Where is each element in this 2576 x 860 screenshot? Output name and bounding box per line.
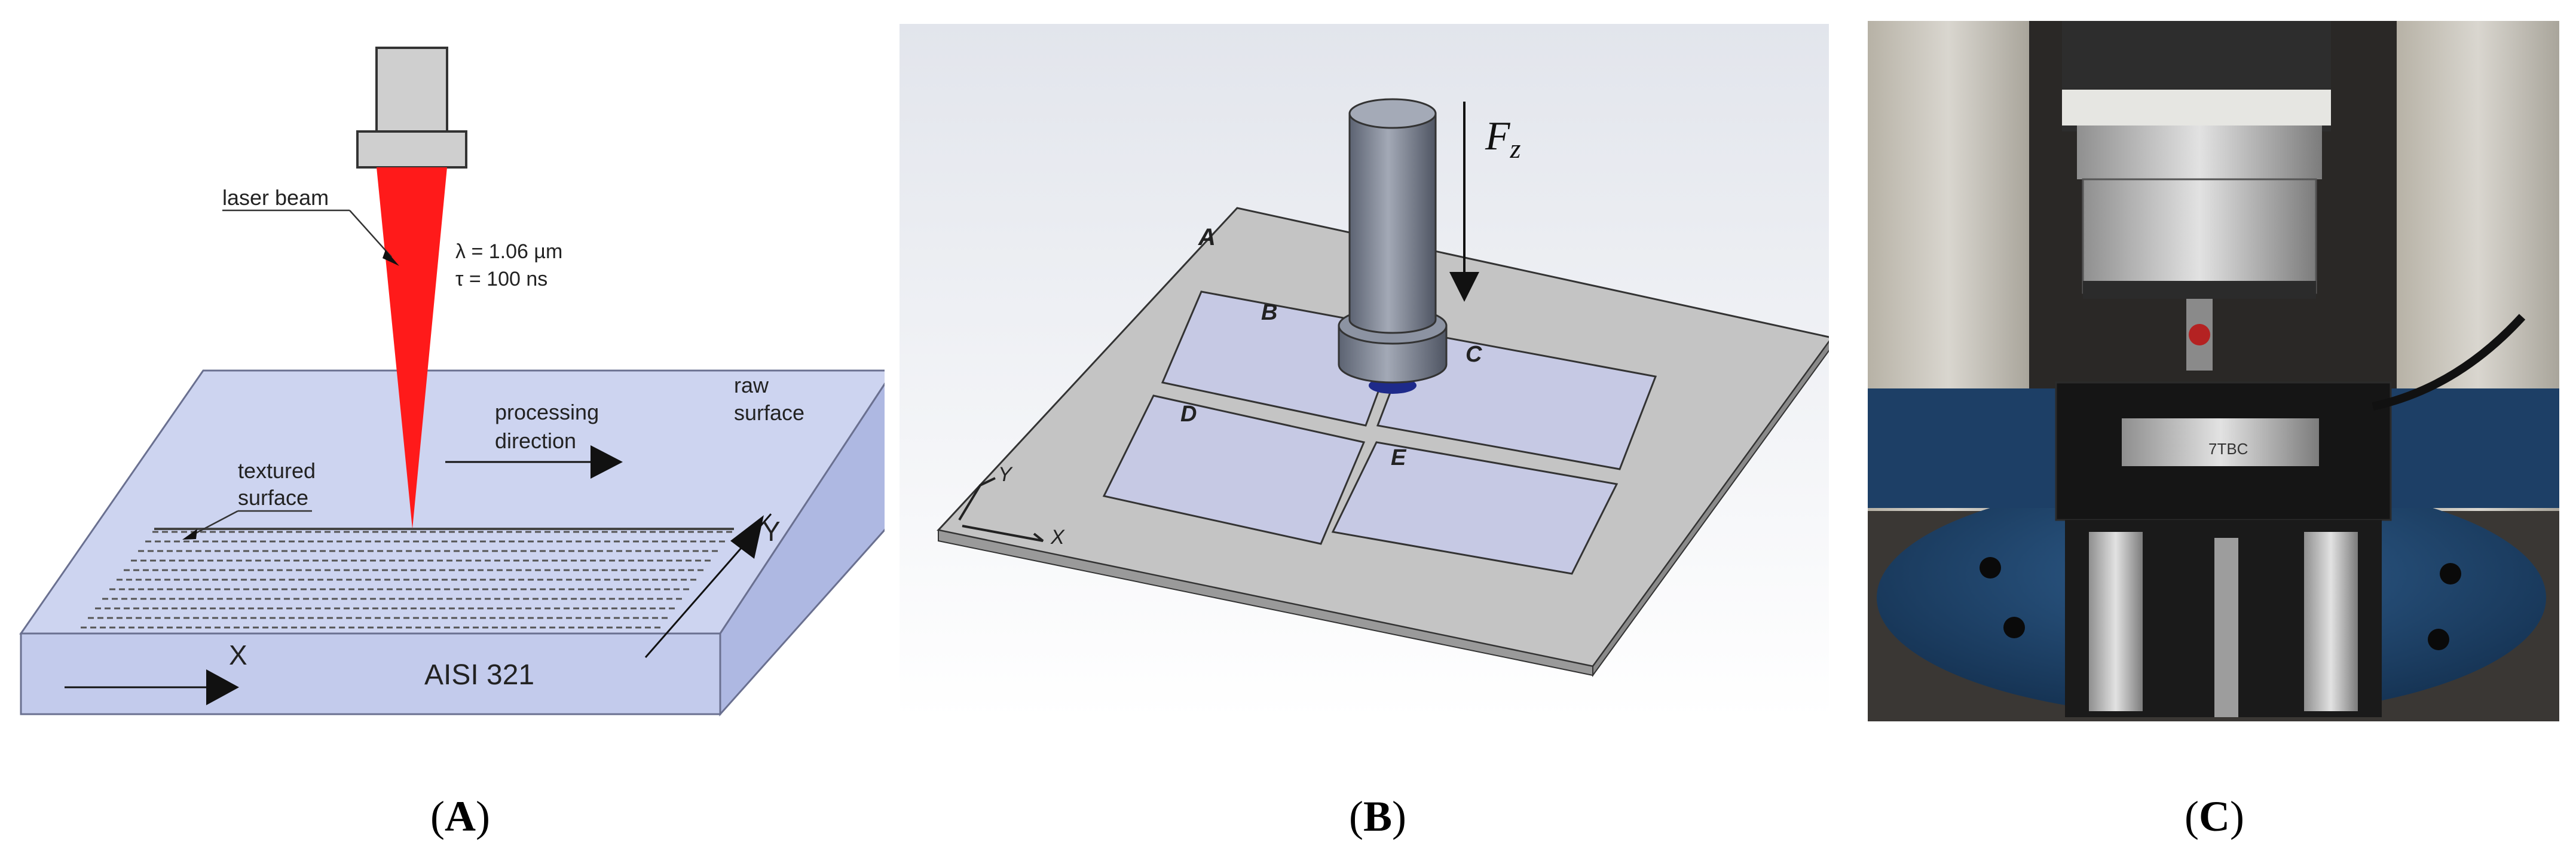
pin-shaft <box>1348 112 1437 334</box>
plate-right-edge <box>1592 341 1829 678</box>
pulse-duration-label: τ = 100 ns <box>455 268 547 290</box>
force-label: Fz <box>1485 113 1521 164</box>
pin-top <box>1348 98 1437 129</box>
caption-a: (A) <box>430 792 490 840</box>
force-arrow-icon <box>1449 272 1479 302</box>
processing-direction-label-line2: direction <box>495 429 576 453</box>
load-cell-block <box>2077 126 2322 179</box>
block-front-face <box>20 632 721 715</box>
sample-plate-illustration: A B C D E Fz Y X <box>900 24 1829 718</box>
wavelength-label: λ = 1.06 µm <box>455 240 562 263</box>
pad-d <box>1102 394 1366 545</box>
panel-b-x-axis-label: X <box>1050 526 1065 549</box>
panel-b-y-axis-label: Y <box>998 463 1013 486</box>
textured-surface-label-line2: surface <box>238 485 308 510</box>
region-a-label: A <box>1198 224 1216 250</box>
laser-beam-label: laser beam <box>222 185 329 210</box>
textured-surface-lines <box>81 531 732 629</box>
pad-e <box>1331 441 1619 575</box>
panel-a-laser-texturing-diagram: laser beam λ = 1.06 µm τ = 100 ns proces… <box>0 0 885 860</box>
panel-a-x-axis-label: X <box>229 639 247 671</box>
lead-screw <box>2214 538 2238 717</box>
caption-c: (C) <box>2185 792 2244 840</box>
specimen-clamp <box>2122 418 2319 466</box>
panel-b-tribometer-layout: A B C D E Fz Y X (B) <box>891 0 1829 860</box>
cable <box>2372 314 2526 411</box>
laser-head-top <box>375 47 448 133</box>
tribometer-photo: 7TBC <box>1868 21 2559 721</box>
region-b-label: B <box>1261 300 1277 325</box>
textured-pointer-icon <box>182 529 197 540</box>
base-bolts <box>1980 557 2461 650</box>
raw-surface-label-line2: surface <box>734 400 804 425</box>
laser-texturing-illustration: laser beam λ = 1.06 µm τ = 100 ns proces… <box>19 47 885 717</box>
guide-rail-right <box>2304 532 2358 711</box>
material-label: AISI 321 <box>424 659 534 691</box>
laser-beam-pointer-icon <box>383 250 399 266</box>
y-axis-icon <box>958 477 996 521</box>
panel-a-y-axis-label: Y <box>762 516 781 547</box>
y-axis-arrow-icon <box>730 515 764 559</box>
processing-direction-label-line1: processing <box>495 400 599 424</box>
region-d-label: D <box>1180 402 1197 427</box>
region-c-label: C <box>1466 342 1482 367</box>
x-axis-arrow-icon <box>206 669 239 705</box>
laser-head-base <box>356 130 467 169</box>
raw-surface-label-line1: raw <box>734 373 769 397</box>
region-e-label: E <box>1391 445 1407 470</box>
guide-rail-left <box>2089 532 2143 711</box>
caption-b: (B) <box>1349 792 1406 840</box>
pin-holder-block <box>2082 178 2317 294</box>
processing-arrow-icon <box>591 445 623 479</box>
laser-beam <box>377 167 447 529</box>
textured-surface-label-line1: textured <box>238 458 316 483</box>
x-axis-icon <box>962 525 1044 542</box>
panel-c-tribometer-photo: 7TBC (C) <box>1859 0 2576 860</box>
specimen-marking: 7TBC <box>2208 440 2248 458</box>
